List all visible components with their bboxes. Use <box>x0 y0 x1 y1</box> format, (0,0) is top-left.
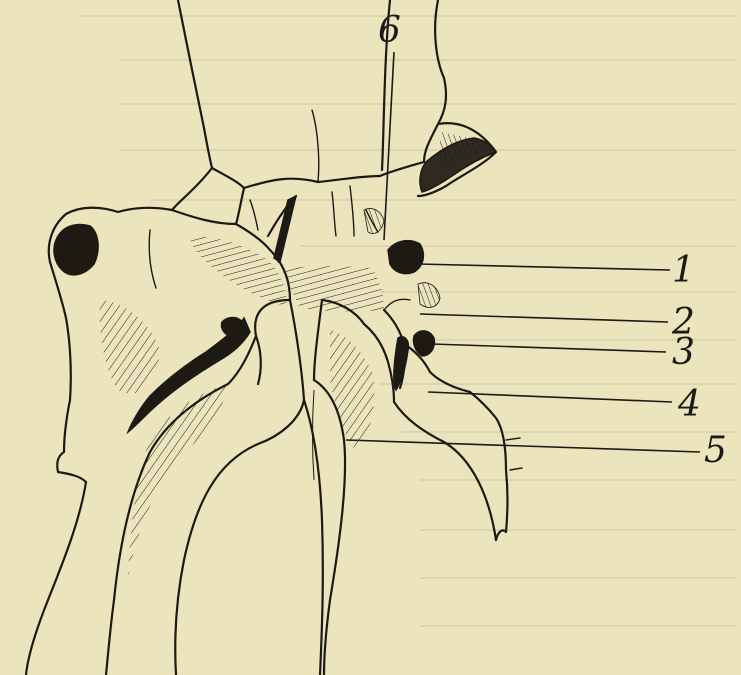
label-6-text: 6 <box>378 10 401 51</box>
leader-line-4 <box>428 392 672 402</box>
label-3: 3 <box>432 332 695 373</box>
label-1-text: 1 <box>672 250 695 291</box>
leader-line-1 <box>418 264 670 270</box>
right-process <box>384 241 508 540</box>
leader-line-3 <box>432 344 666 352</box>
label-5: 5 <box>346 430 727 471</box>
upper-right-bone-fragment <box>418 0 496 196</box>
label-1: 1 <box>418 250 695 291</box>
label-2: 2 <box>420 302 695 343</box>
label-5-text: 5 <box>704 430 727 471</box>
label-6: 6 <box>378 10 401 240</box>
leader-line-2 <box>420 314 668 322</box>
label-4-text: 4 <box>677 384 701 425</box>
label-4: 4 <box>428 384 701 425</box>
central-septum <box>190 186 384 311</box>
label-3-text: 3 <box>672 332 695 373</box>
leader-line-5 <box>346 440 700 452</box>
lower-right-marks <box>506 438 522 470</box>
